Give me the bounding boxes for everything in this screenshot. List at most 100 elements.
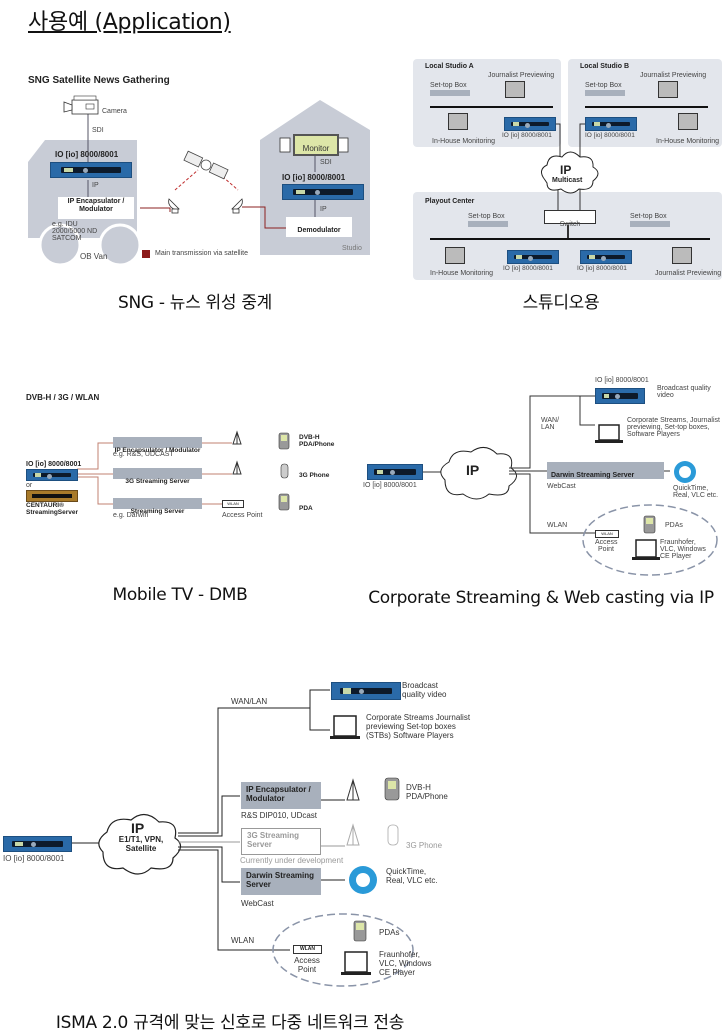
satellite-icon — [183, 150, 229, 180]
io-device — [282, 184, 364, 200]
studio-ip-label: IP — [320, 206, 327, 213]
device-label: IO [io] 8000/8001 — [3, 854, 65, 863]
settop-label: Set-top Box — [630, 213, 667, 220]
legend-swatch — [142, 250, 150, 258]
io-device — [507, 250, 559, 264]
laptop-icon — [344, 951, 368, 973]
computer-icon — [658, 81, 678, 98]
van-device-label: IO [io] 8000/8001 — [55, 150, 119, 159]
mobile-diagram: DVB-H / 3G / WLAN IO [io] 8000/8001 or C… — [0, 380, 360, 530]
wlan-box: WLAN — [595, 530, 619, 538]
centauri-label: CENTAURI® StreamingServer — [26, 502, 79, 517]
encapsulator-box: IP Encapsulator / Modulator — [58, 197, 134, 219]
monitoring-label: In-House Monitoring — [432, 138, 496, 145]
encapsulator-example: e.g. IDU 2000/5000 ND SATCOM — [52, 221, 98, 242]
journalist-label: Journalist Previewing — [655, 270, 722, 277]
studio-connections — [541, 123, 599, 238]
sng-title: SNG Satellite News Gathering — [28, 75, 170, 86]
io-device — [50, 162, 132, 178]
access-point-label: Access Point — [294, 956, 320, 975]
laptop-icon — [598, 424, 620, 441]
monitor-box: Monitor — [293, 134, 339, 156]
settop-box — [585, 90, 625, 96]
ob-van-label: OB Van — [80, 252, 108, 261]
journalist-label: Journalist Previewing — [640, 72, 707, 79]
device-label: IO [io] 8000/8001 — [363, 482, 417, 489]
corporate-connections — [422, 395, 718, 576]
settop-box — [468, 221, 508, 227]
studio-diagram: Local Studio A Local Studio B Playout Ce… — [400, 55, 722, 285]
caption-sng: SNG - 뉴스 위성 중계 — [117, 293, 273, 313]
dvbh-label: DVB-H PDA/Phone — [406, 783, 448, 802]
or-label: or — [26, 482, 33, 489]
ip-label: IP — [92, 182, 99, 189]
wlan-label: WLAN — [231, 936, 255, 945]
satellite-dish-icon — [168, 198, 180, 214]
device-label: IO [io] 8000/8001 — [502, 132, 552, 139]
sng-diagram: SNG Satellite News Gathering — [20, 70, 370, 270]
laptop-icon — [333, 715, 357, 737]
fraunhofer-label: Fraunhofer, VLC, Windows CE Player — [660, 539, 706, 560]
broadcast-label: Broadcast quality video — [402, 681, 447, 700]
studio-device-label: IO [io] 8000/8001 — [282, 173, 346, 182]
antenna-icon — [346, 823, 360, 846]
phone3g-label: 3G Phone — [299, 472, 330, 479]
fraunhofer-label: Fraunhofer, VLC, Windows CE Player — [379, 950, 432, 978]
mobile-connections — [77, 430, 290, 511]
playout-center-title: Playout Center — [425, 198, 475, 205]
centauri-device — [26, 490, 78, 502]
access-point-label: Access Point — [595, 539, 618, 553]
wan-label: WAN/ LAN — [541, 417, 560, 431]
darwin-box: Darwin Streaming Server — [241, 868, 321, 895]
wlan-label: WLAN — [547, 522, 568, 529]
settop-label: Set-top Box — [585, 82, 622, 89]
encapsulator-example: e.g. R&S, UDCAST — [113, 451, 174, 458]
computer-icon — [445, 247, 465, 264]
pdas-label: PDAs — [665, 522, 683, 529]
io-device — [595, 388, 645, 404]
webcast-label: WebCast — [547, 483, 576, 490]
mobile-device-label: IO [io] 8000/8001 — [26, 461, 82, 468]
pda-label: PDA — [299, 505, 313, 512]
caption-isma: ISMA 2.0 규격에 맞는 신호로 다중 네트워크 전송 — [55, 1013, 405, 1033]
computer-icon — [448, 113, 468, 130]
settop-box — [430, 90, 470, 96]
encapsulator-box: IP Encapsulator / Modulator — [241, 782, 321, 809]
local-studio-b-panel — [568, 59, 722, 147]
dev-note-label: Currently under development — [240, 856, 344, 865]
device-label: IO [io] 8000/8001 — [503, 265, 553, 272]
io-device — [580, 250, 632, 264]
antenna-icon — [346, 778, 360, 801]
device-label: IO [io] 8000/8001 — [577, 265, 627, 272]
switch-box: Switch — [544, 210, 596, 228]
streaming-3g-box: 3G Streaming Server — [241, 828, 321, 855]
io-device — [367, 464, 423, 480]
settop-box — [630, 221, 670, 227]
cloud-multicast-label: Multicast — [552, 177, 583, 184]
phone-icon — [280, 463, 289, 479]
page-title: 사용예 (Application) — [28, 10, 231, 35]
caption-studio: 스튜디오용 — [522, 293, 600, 313]
mobile-title: DVB-H / 3G / WLAN — [26, 393, 100, 402]
encapsulator-box: IP Encapsulator / Modulator — [113, 437, 202, 454]
network-bus — [430, 106, 553, 108]
pdas-label: PDAs — [379, 928, 400, 937]
caption-mobile: Mobile TV - DMB — [112, 585, 248, 605]
wlan-box: WLAN — [293, 945, 322, 954]
monitoring-label: In-House Monitoring — [430, 270, 494, 277]
encapsulator-example: R&S DIP010, UDcast — [241, 811, 318, 820]
camera-icon — [63, 95, 99, 115]
phone3g-label: 3G Phone — [406, 841, 443, 850]
quicktime-label: QuickTime, Real, VLC etc. — [673, 485, 719, 499]
caption-corporate: Corporate Streaming & Web casting via IP — [368, 588, 714, 608]
isma-connections — [70, 689, 414, 987]
computer-icon — [672, 247, 692, 264]
studio-label: Studio — [342, 245, 362, 252]
corporate-diagram: IO [io] 8000/8001 IP WAN/ LAN IO [io] 80… — [355, 365, 722, 585]
streaming-server-box: Streaming Server — [113, 498, 202, 515]
io-device — [504, 117, 556, 131]
antenna-icon — [232, 430, 242, 445]
local-studio-b-title: Local Studio B — [580, 63, 629, 70]
access-point-label: Access Point — [222, 512, 263, 519]
io-device — [331, 682, 401, 700]
